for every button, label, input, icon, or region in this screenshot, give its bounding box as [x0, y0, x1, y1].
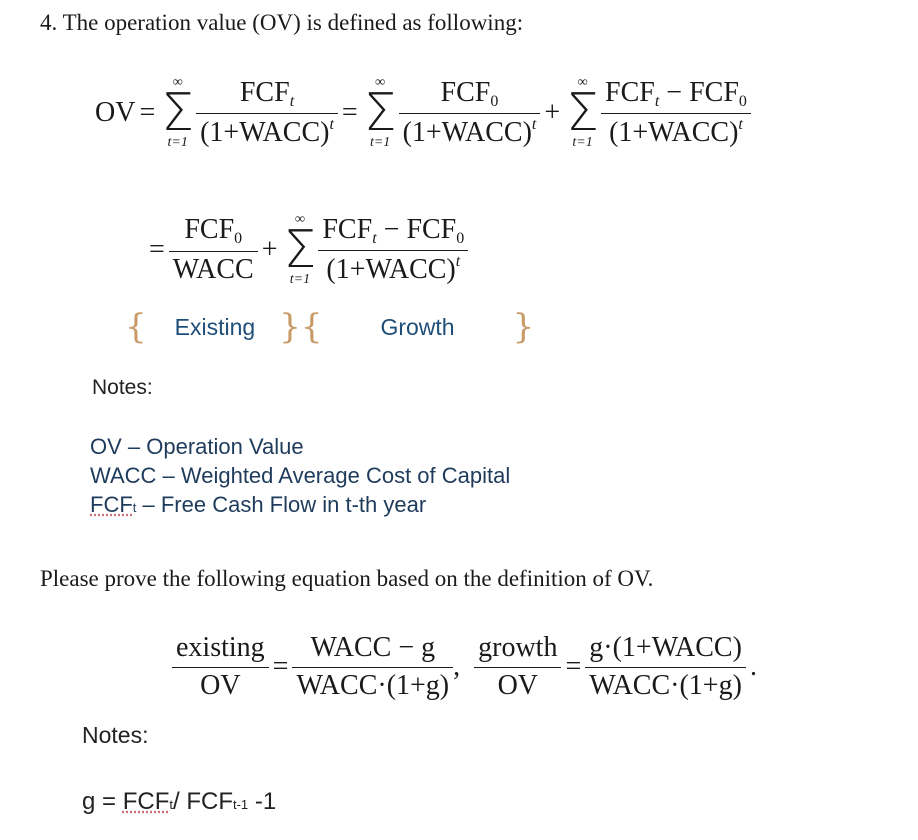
target-equation: existing OV = WACC − g WACC·(1+g) , grow… [172, 622, 757, 712]
numerator: FCFt [239, 76, 295, 110]
ov-definition-equation: OV = ∞ Σ t=1 FCFt (1+WACC)t = ∞ Σ t=1 FC… [95, 58, 751, 168]
fraction-fcf-diff: FCFt − FCF0 (1+WACC)t [601, 77, 751, 150]
prove-instruction: Please prove the following equation base… [40, 566, 654, 591]
fraction-fcf0-wacc: FCF0 WACC [168, 214, 258, 286]
fraction-growth-rhs: g·(1+WACC) WACC·(1+g) [585, 632, 746, 701]
sigma-icon: Σ [161, 82, 195, 143]
note-fcf: FCFt – Free Cash Flow in t-th year [90, 492, 427, 517]
summation-4: ∞ Σ t=1 [283, 211, 317, 288]
fraction-fcf-0: FCF0 (1+WACC)t [398, 77, 541, 150]
equals-sign: = [139, 97, 156, 128]
summation-1: ∞ Σ t=1 [161, 74, 195, 151]
summation-3: ∞ Σ t=1 [566, 74, 600, 151]
sigma-icon: Σ [283, 219, 317, 280]
notes-heading-2: Notes: [82, 722, 149, 748]
equals-sign: = [149, 234, 165, 265]
note-wacc: WACC – Weighted Average Cost of Capital [90, 463, 511, 488]
fraction-fcf-t: FCFt (1+WACC)t [196, 77, 338, 150]
problem-heading: 4. The operation value (OV) is defined a… [40, 10, 524, 35]
notes-heading-1: Notes: [92, 376, 153, 399]
ov-symbol: OV [95, 97, 136, 128]
g-definition: g = FCFt/ FCFt-1 -1 [82, 788, 277, 815]
sum-lower-limit: t=1 [167, 135, 188, 151]
existing-growth-labels: { Existing } { Growth } [125, 307, 535, 347]
sigma-icon: Σ [566, 82, 600, 143]
plus-sign: + [544, 97, 561, 128]
growth-label: Growth [380, 313, 455, 340]
fraction-existing-ov: existing OV [172, 632, 269, 701]
ov-decomposition-equation: = FCF0 WACC + ∞ Σ t=1 FCFt − FCF0 (1+WAC… [145, 195, 469, 305]
sum-upper-limit: ∞ [172, 74, 183, 90]
fraction-existing-rhs: WACC − g WACC·(1+g) [292, 632, 454, 701]
note-ov: OV – Operation Value [90, 434, 304, 459]
denominator: (1+WACC)t [200, 116, 334, 149]
plus-sign: + [261, 234, 278, 265]
sigma-icon: Σ [363, 82, 397, 143]
fraction-growth: FCFt − FCF0 (1+WACC)t [318, 214, 469, 287]
existing-label: Existing [174, 313, 256, 340]
fraction-growth-ov: growth OV [474, 632, 562, 701]
summation-2: ∞ Σ t=1 [363, 74, 397, 151]
equals-sign: = [341, 97, 358, 128]
